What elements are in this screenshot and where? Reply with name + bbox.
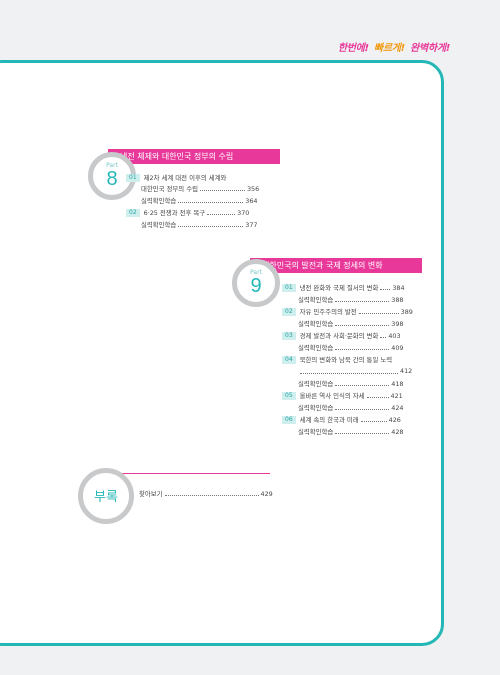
section-tag: 01 [126,173,140,182]
contents-card [0,60,444,646]
appendix-title: 부록 [94,488,118,504]
toc-entry[interactable]: 04 북한의 변화와 남북 간의 통일 노력 [282,355,392,364]
entry-title: 찾아보기 [139,490,163,498]
entry-title: 경제 발전과 사회·문화의 변화 [299,332,379,340]
leader-dots [164,491,259,496]
appendix-rule [112,473,270,474]
entry-title: 실력확인학습 [298,320,334,328]
toc-entry[interactable]: 실력확인학습 409 [298,343,404,353]
toc-entry[interactable]: 03 경제 발전과 사회·문화의 변화 403 [282,331,401,340]
section-tag: 01 [282,283,296,292]
leader-dots [335,429,390,434]
entry-title: 실력확인학습 [298,428,334,436]
leader-dots [335,345,390,350]
toc-entry[interactable]: 실력확인학습 424 [298,403,404,413]
toc-entry[interactable]: 찾아보기 429 [139,489,273,499]
leader-dots [335,321,390,326]
leader-dots [300,369,398,374]
toc-entry[interactable]: 02 자유 민주주의의 발전 389 [282,307,413,316]
toc-entry-cont[interactable]: 412 [298,367,412,375]
section-tag: 02 [126,208,140,217]
entry-title: 대한민국 정부의 수립 [141,185,198,193]
leader-dots [380,333,387,338]
page-number: 429 [260,489,273,498]
leader-dots [335,381,390,386]
page-number: 403 [388,331,401,340]
slogan: 한번에! 빠르게! 완벽하게! [336,39,450,54]
section-tag: 02 [282,307,296,316]
toc-entry[interactable]: 실력확인학습 418 [298,379,404,389]
page-number: 412 [400,367,413,375]
slogan-part-2: 빠르게! [373,43,405,54]
page-number: 421 [390,391,403,400]
leader-dots [178,198,244,203]
leader-dots [380,285,391,290]
toc-entry[interactable]: 실력확인학습 364 [141,196,258,206]
part-8-number: 8 [106,168,118,190]
page-number: 389 [400,307,413,316]
section-tag: 03 [282,331,296,340]
part-9-title: 대한민국의 발전과 국제 정세의 변화 [250,258,422,273]
section-tag: 05 [282,391,296,400]
leader-dots [366,393,389,398]
page-number: 426 [388,415,401,424]
entry-title: 냉전 완화와 국제 질서의 변화 [299,284,379,292]
toc-entry[interactable]: 06 세계 속의 한국과 미래 426 [282,415,401,424]
page-number: 384 [392,283,405,292]
toc-entry-cont[interactable]: 대한민국 정부의 수립 356 [141,184,260,194]
toc-entry[interactable]: 01 냉전 완화와 국제 질서의 변화 384 [282,283,405,292]
toc-entry[interactable]: 01 제2차 세계 대전 이후의 세계와 [126,173,226,182]
page-number: 377 [245,220,258,229]
leader-dots [335,297,390,302]
slogan-part-1: 한번에! [337,43,369,54]
leader-dots [199,186,245,191]
entry-title: 실력확인학습 [298,380,334,388]
entry-title: 실력확인학습 [298,404,334,412]
leader-dots [360,417,387,422]
toc-entry[interactable]: 실력확인학습 388 [298,295,404,305]
entry-title: 제2차 세계 대전 이후의 세계와 [143,174,227,182]
page-number: 356 [246,184,260,193]
appendix-badge: 부록 [78,468,134,524]
entry-title: 세계 속의 한국과 미래 [299,416,359,424]
leader-dots [358,309,399,314]
toc-entry[interactable]: 실력확인학습 398 [298,319,404,329]
page-number: 428 [391,427,404,436]
page-number: 398 [391,319,404,328]
page-number: 388 [391,295,404,304]
part-9-badge: Part 9 [232,259,280,307]
toc-entry[interactable]: 05 올바른 역사 인식의 자세 421 [282,391,403,400]
page-number: 370 [237,208,250,217]
slogan-part-3: 완벽하게! [410,43,450,54]
entry-title: 실력확인학습 [298,344,334,352]
part-9-number: 9 [250,275,262,297]
page-number: 424 [391,403,404,412]
leader-dots [178,222,244,227]
part-8-title: 냉전 체제와 대한민국 정부의 수립 [108,149,280,164]
entry-title: 실력확인학습 [298,296,334,304]
section-tag: 04 [282,355,296,364]
entry-title: 북한의 변화와 남북 간의 통일 노력 [299,356,393,364]
entry-title: 실력확인학습 [141,197,177,205]
entry-title: 자유 민주주의의 발전 [299,308,357,316]
entry-title: 실력확인학습 [141,221,177,229]
leader-dots [335,405,390,410]
toc-entry[interactable]: 실력확인학습 377 [141,220,258,230]
toc-entry[interactable]: 실력확인학습 428 [298,427,404,437]
part-8-label: Part [106,162,118,169]
part-9-label: Part [250,269,262,276]
section-tag: 06 [282,415,296,424]
leader-dots [207,210,236,215]
page-number: 364 [245,196,258,205]
page-number: 418 [391,379,404,388]
page-number: 409 [391,343,404,352]
entry-title: 6·25 전쟁과 전후 복구 [143,209,206,217]
entry-title: 올바른 역사 인식의 자세 [299,392,365,400]
toc-entry[interactable]: 02 6·25 전쟁과 전후 복구 370 [126,208,249,217]
